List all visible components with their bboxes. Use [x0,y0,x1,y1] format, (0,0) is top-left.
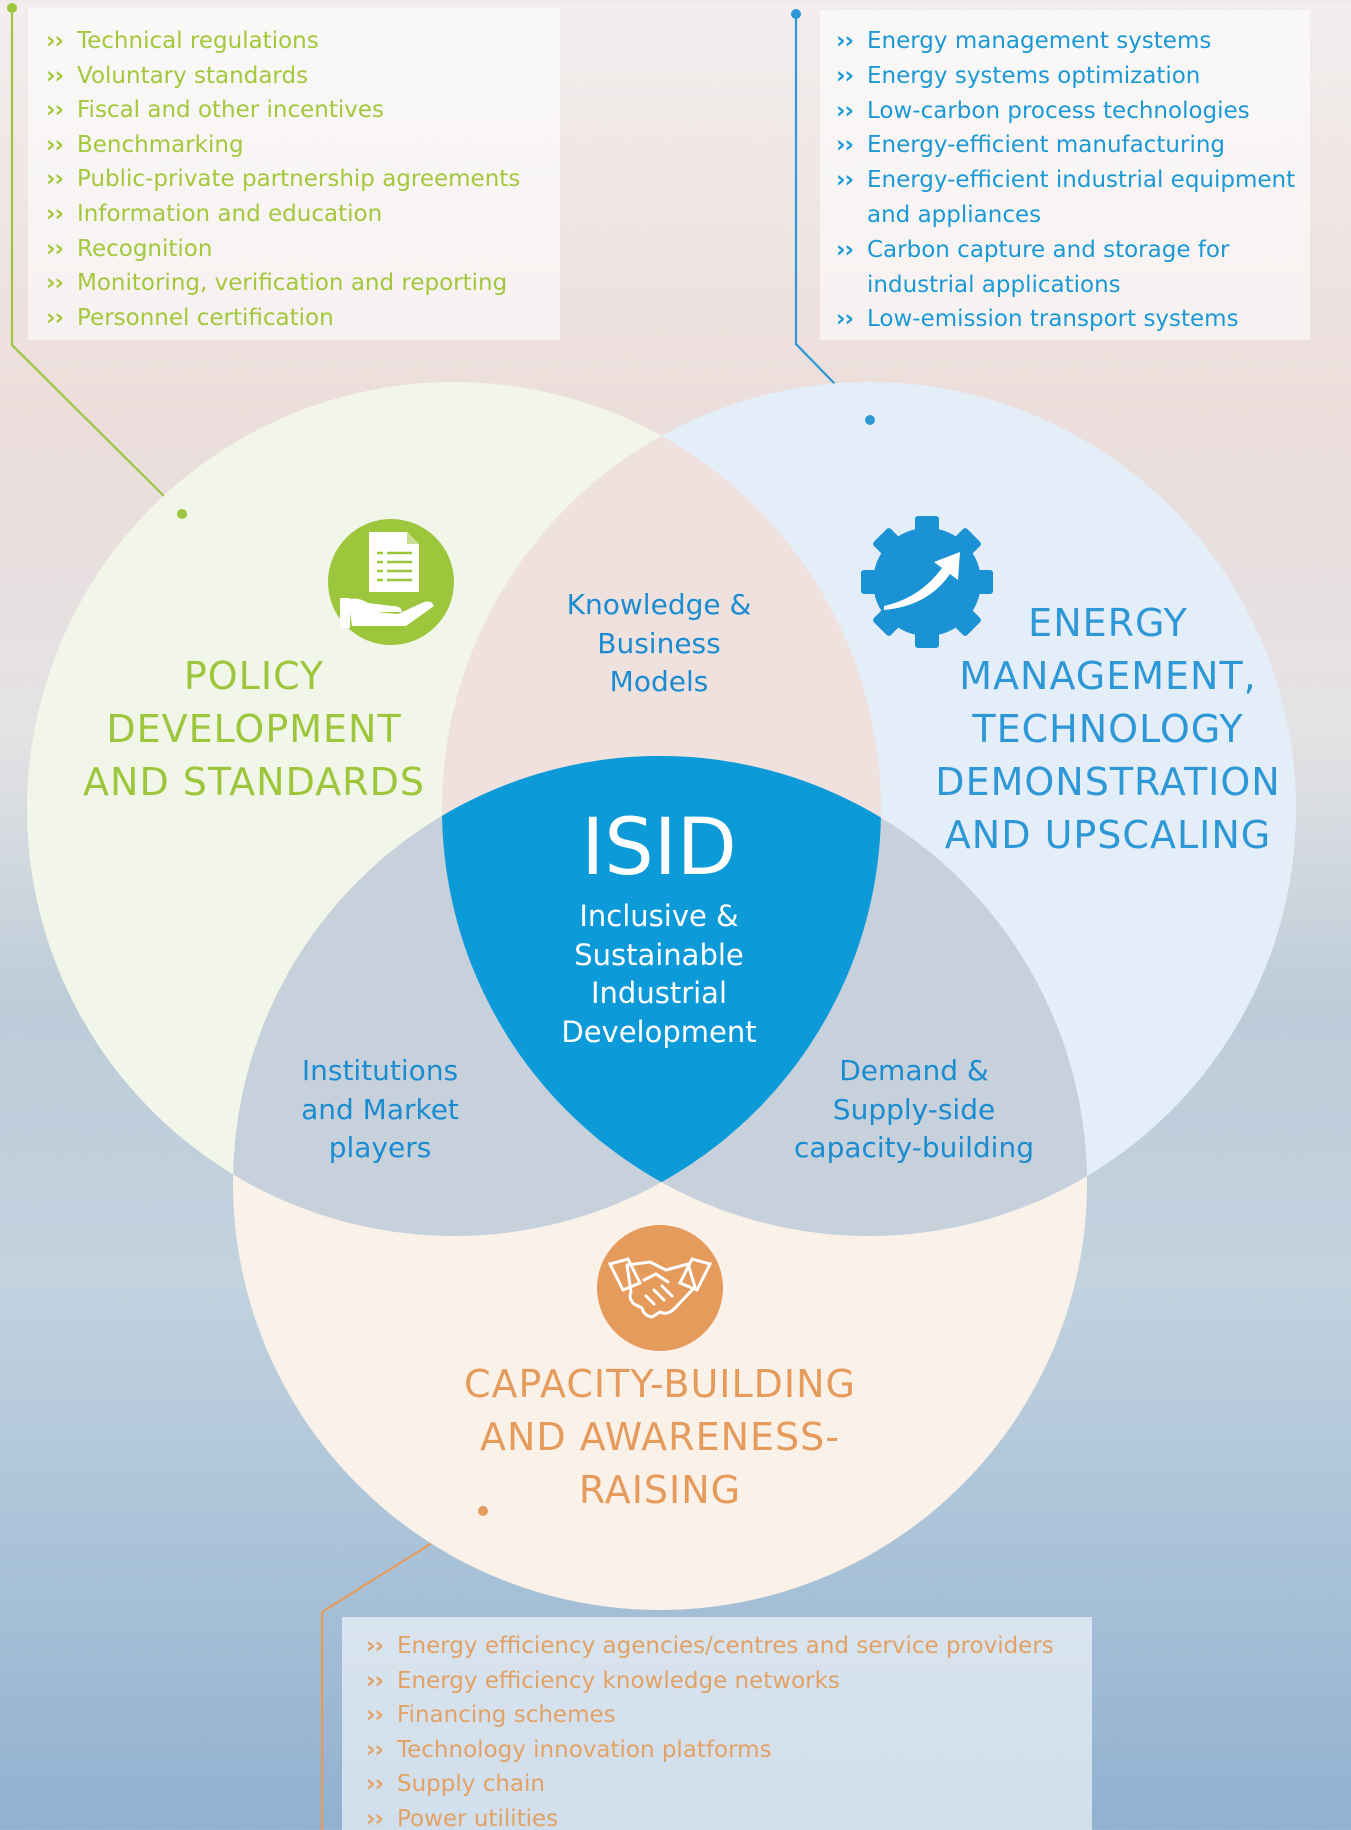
list-item: ››Energy efficiency agencies/centres and… [366,1629,1092,1664]
energy-connector-dot [865,415,875,425]
bullet-icon: ›› [366,1633,384,1659]
demand-supply-capacity-label: Demand & Supply-side capacity-building [794,1054,1034,1164]
gear-with-arrow-icon [861,516,993,648]
capacity-players-box: ››Energy efficiency agencies/centres and… [342,1617,1092,1830]
energy-title: ENERGY MANAGEMENT, TECHNOLOGY DEMONSTRAT… [935,601,1281,857]
list-item: ››Benchmarking [46,128,560,163]
isid-subtitle: Inclusive & Sustainable Industrial Devel… [561,899,757,1049]
bullet-icon: ›› [366,1771,384,1798]
bullet-icon: ›› [46,235,64,262]
bullet-icon: ›› [366,1736,384,1763]
bullet-icon: ›› [46,304,64,331]
isid-title: ISID [581,803,737,893]
policy-instruments-list: ››Technical regulations ››Voluntary stan… [46,24,560,335]
handshake-icon [597,1225,723,1351]
list-item: ››Carbon capture and storage for industr… [836,233,1310,303]
bullet-icon: ›› [46,166,64,193]
list-item: ››Technology innovation platforms [366,1733,1092,1768]
list-item: ››Monitoring, verification and reporting [46,266,560,301]
bullet-icon: ›› [46,131,64,158]
capacity-players-list: ››Energy efficiency agencies/centres and… [366,1629,1092,1830]
bullet-icon: ›› [46,270,64,297]
bullet-icon: ›› [46,62,64,89]
bullet-icon: ›› [46,28,64,54]
capacity-connector-line [320,1510,484,1830]
list-item: ››Technical regulations [46,24,560,59]
bullet-icon: ›› [836,28,854,54]
list-item: ››Fiscal and other incentives [46,93,560,128]
policy-connector-dot [177,509,187,519]
bullet-icon: ›› [366,1702,384,1729]
list-item: ››Energy efficiency knowledge networks [366,1664,1092,1699]
institutions-market-players-label: Institutions and Market players [301,1054,459,1164]
list-item: ››Energy management systems [836,24,1310,59]
bullet-icon: ›› [836,132,854,159]
bullet-icon: ›› [46,97,64,124]
energy-technologies-list: ››Energy management systems ››Energy sys… [836,24,1310,337]
policy-connector-dot-top [7,3,17,13]
bullet-icon: ›› [836,97,854,124]
policy-instruments-box: ››Technical regulations ››Voluntary stan… [28,8,560,340]
policy-title: POLICY DEVELOPMENT AND STANDARDS [83,654,425,804]
list-item: ››Low-carbon process technologies [836,94,1310,129]
capacity-title: CAPACITY-BUILDING AND AWARENESS- RAISING [464,1362,856,1512]
energy-connector-dot-top [791,9,801,19]
bullet-icon: ›› [836,167,854,194]
list-item: ››Energy systems optimization [836,59,1310,94]
list-item: ››Low-emission transport systems [836,302,1310,337]
bullet-icon: ›› [366,1805,384,1830]
capacity-connector-dot [478,1506,488,1516]
bullet-icon: ›› [366,1667,384,1694]
bullet-icon: ›› [46,200,64,227]
list-item: ››Power utilities [366,1802,1092,1830]
list-item: ››Recognition [46,232,560,267]
list-item: ››Supply chain [366,1767,1092,1802]
list-item: ››Financing schemes [366,1698,1092,1733]
list-item: ››Voluntary standards [46,59,560,94]
list-item: ››Personnel certification [46,301,560,336]
bullet-icon: ›› [836,62,854,89]
list-item: ››Information and education [46,197,560,232]
bullet-icon: ›› [836,306,854,333]
list-item: ››Energy-efficient industrial equipment … [836,163,1310,233]
knowledge-business-models-label: Knowledge & Business Models [566,588,752,698]
list-item: ››Public-private partnership agreements [46,162,560,197]
energy-technologies-box: ››Energy management systems ››Energy sys… [820,10,1310,340]
document-in-hand-icon [328,519,454,645]
bullet-icon: ›› [836,236,854,263]
policy-connector-line [10,8,183,515]
list-item: ››Energy-efficient manufacturing [836,128,1310,163]
